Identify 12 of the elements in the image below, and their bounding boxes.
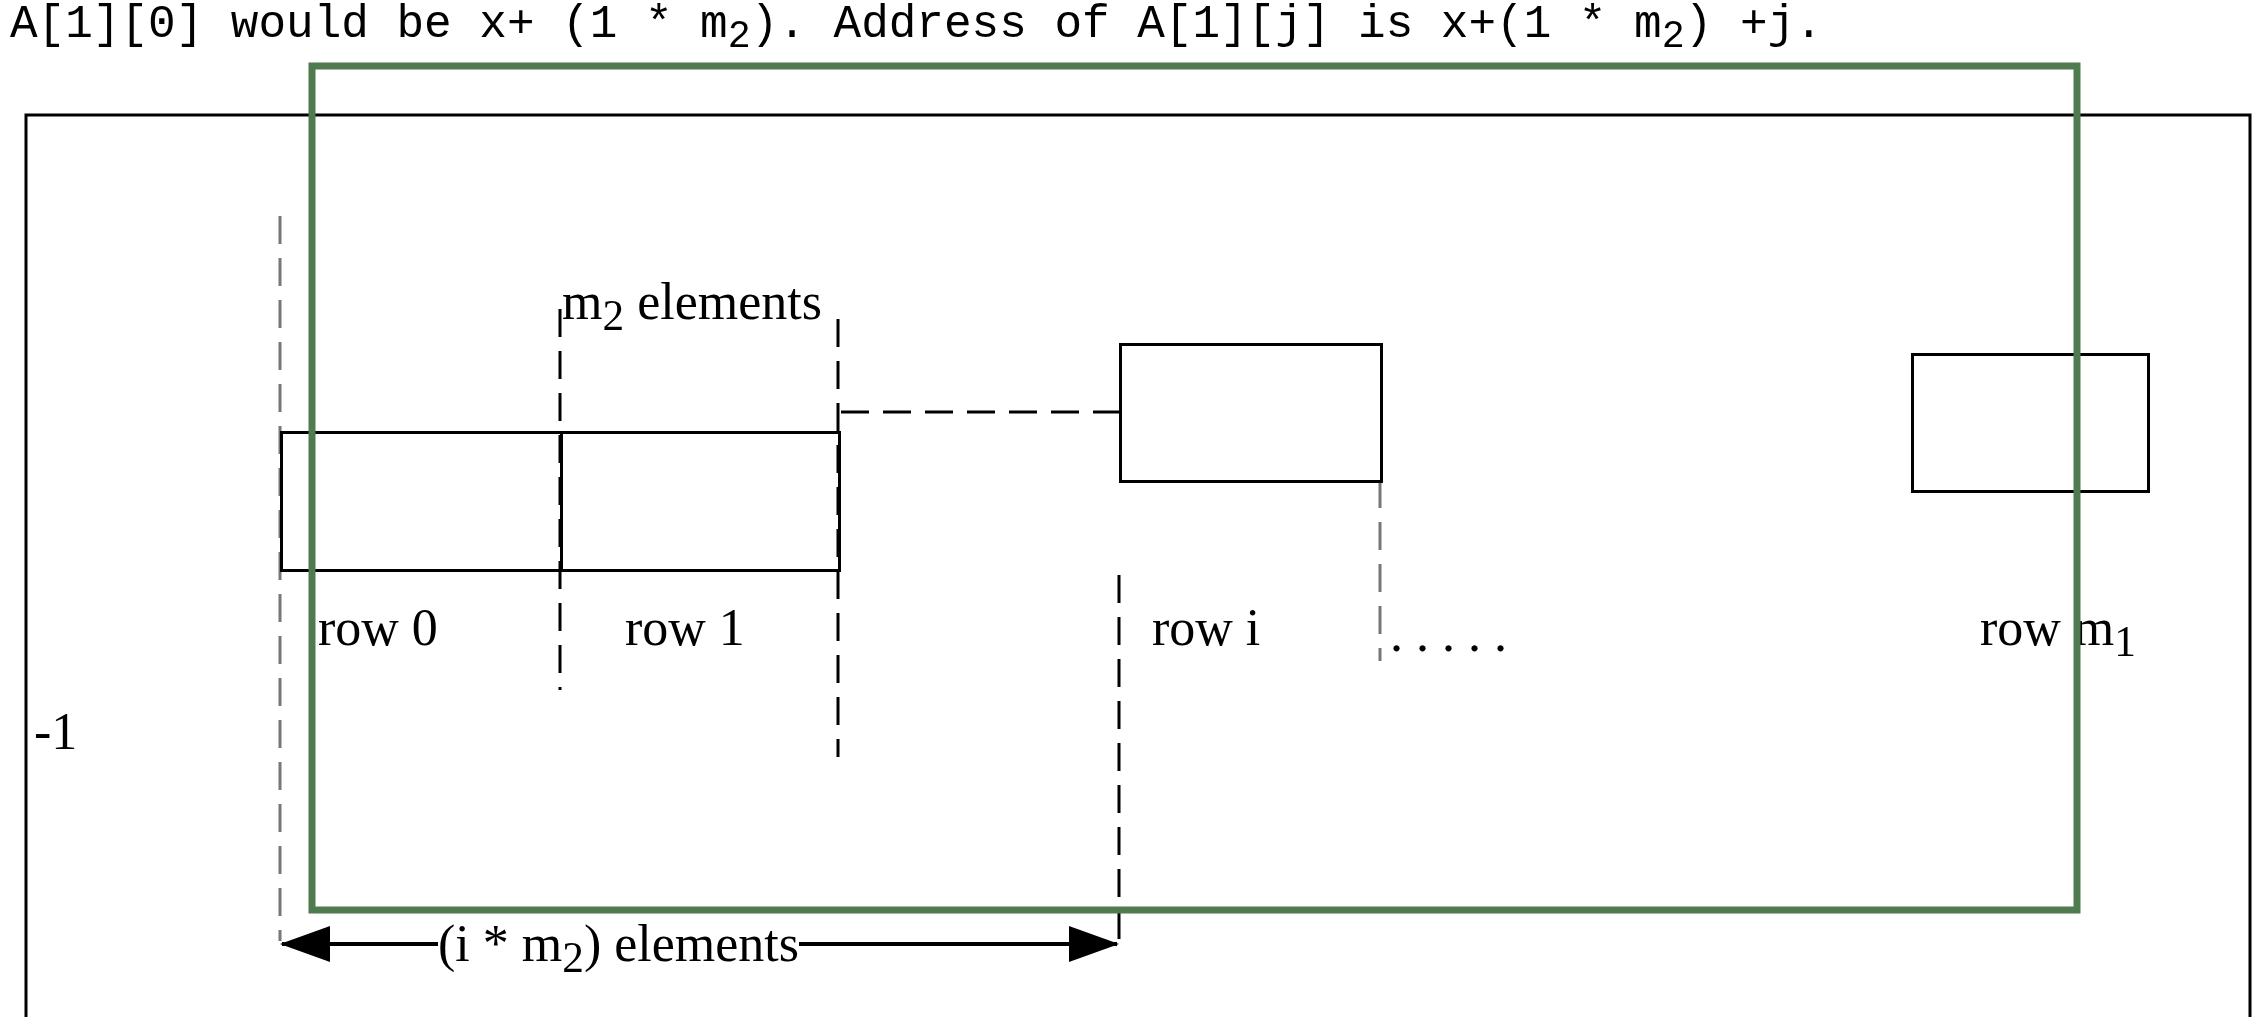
memory-block — [1119, 343, 1383, 483]
formula-text: A[1][0] would be x+ (1 * m$_{2}$). Address of A[1][j] is x+(1 * m$_{2}$) +j. — [10, 2, 1823, 57]
row-label: row 1 — [625, 602, 745, 654]
memory-block — [280, 431, 563, 572]
dimension-label: m$_{2}$ elements — [562, 276, 822, 338]
connector-line — [841, 410, 1119, 414]
row-label: row 0 — [318, 602, 438, 654]
memory-block — [560, 431, 841, 572]
ellipsis-text: . . . . . — [1390, 608, 1507, 660]
memory-block — [1911, 353, 2150, 493]
row-label: -1 — [34, 706, 78, 758]
row-label: row i — [1152, 602, 1261, 654]
